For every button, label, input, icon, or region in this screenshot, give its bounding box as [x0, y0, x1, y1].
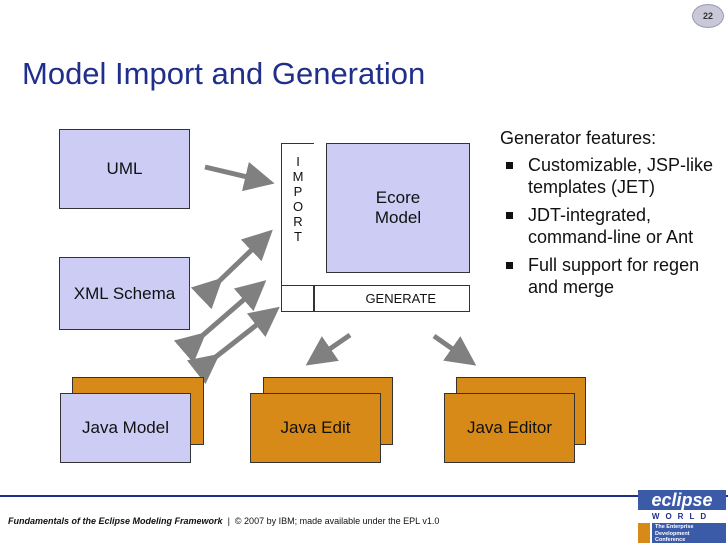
- logo-subtitle: The Enterprise Development Conference: [652, 523, 726, 543]
- page-number-badge: 22: [692, 4, 724, 28]
- import-letter: P: [293, 184, 303, 199]
- logo-line2: Development: [655, 530, 690, 537]
- arrow-generate-to-java-edit: [305, 332, 352, 366]
- arrow-generate-to-java-editor: [432, 333, 477, 366]
- footer-text: Fundamentals of the Eclipse Modeling Fra…: [8, 516, 439, 526]
- logo-name: eclipse: [638, 490, 726, 510]
- generate-label: GENERATE: [365, 291, 436, 306]
- ecore-label-line2: Model: [374, 208, 422, 227]
- eclipse-world-logo: eclipse WORLD The Enterprise Development…: [638, 490, 726, 544]
- xml-schema-label: XML Schema: [73, 283, 176, 303]
- import-letter: T: [294, 229, 302, 244]
- slide-title: Model Import and Generation: [22, 56, 426, 91]
- feature-text: JDT-integrated, command-line or Ant: [528, 205, 694, 247]
- import-generate-corner: [281, 285, 314, 312]
- footer-divider: [0, 495, 728, 497]
- uml-label: UML: [106, 159, 143, 178]
- arrow-xml-import: [190, 229, 273, 310]
- square-bullet-icon: [506, 262, 513, 269]
- feature-text: Full support for regen and merge: [528, 255, 700, 297]
- square-bullet-icon: [506, 162, 513, 169]
- import-letter: I: [296, 154, 300, 169]
- java-model-box: Java Model: [60, 393, 191, 463]
- feature-item: Customizable, JSP-like templates (JET): [506, 154, 726, 198]
- page-number: 22: [702, 11, 713, 21]
- uml-box: UML: [59, 129, 190, 209]
- xml-schema-box: XML Schema: [59, 257, 190, 330]
- features-list: Customizable, JSP-like templates (JET) J…: [506, 154, 726, 304]
- import-letter: O: [292, 199, 304, 214]
- footer-copyright: © 2007 by IBM; made available under the …: [234, 516, 440, 526]
- java-edit-label: Java Edit: [280, 418, 351, 437]
- square-bullet-icon: [506, 212, 513, 219]
- arrow-uml-to-import: [204, 161, 275, 192]
- logo-accent: [638, 523, 650, 543]
- import-letter: M: [292, 169, 304, 184]
- import-letter: R: [293, 214, 303, 229]
- java-editor-box: Java Editor: [444, 393, 575, 463]
- generate-box: GENERATE: [314, 285, 470, 312]
- logo-world: WORLD: [651, 512, 713, 521]
- arrow-javamodel-import-upper: [173, 280, 267, 364]
- feature-text: Customizable, JSP-like templates (JET): [528, 155, 714, 197]
- java-editor-label: Java Editor: [466, 418, 553, 437]
- feature-item: Full support for regen and merge: [506, 254, 726, 298]
- footer-separator: |: [227, 516, 230, 526]
- logo-line3: Conference: [655, 537, 686, 543]
- ecore-model-box: Ecore Model: [326, 143, 470, 273]
- footer-course: Fundamentals of the Eclipse Modeling Fra…: [8, 516, 223, 526]
- ecore-label-line1: Ecore: [375, 188, 421, 207]
- import-column: I M P O R T: [281, 143, 314, 286]
- feature-item: JDT-integrated, command-line or Ant: [506, 204, 726, 248]
- java-edit-box: Java Edit: [250, 393, 381, 463]
- logo-line1: The Enterprise: [655, 524, 694, 530]
- features-heading: Generator features:: [500, 128, 657, 148]
- java-model-label: Java Model: [82, 418, 169, 437]
